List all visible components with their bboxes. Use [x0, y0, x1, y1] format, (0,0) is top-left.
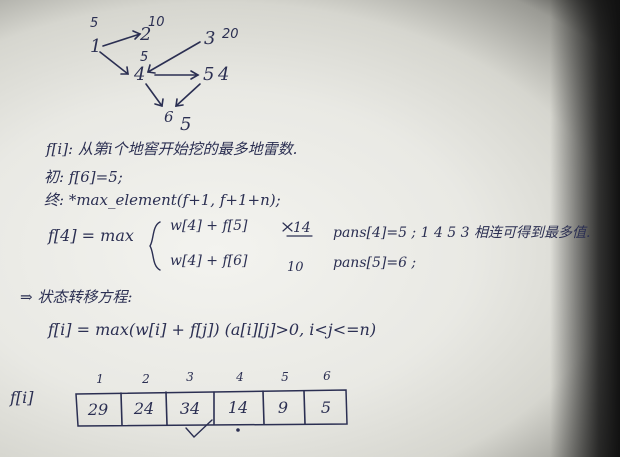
edge-4-6: [145, 83, 163, 107]
node-2: 2: [140, 24, 152, 45]
node-1-weight: 5: [90, 16, 99, 31]
node-4-weight: 5: [140, 50, 149, 65]
value-5: 9: [277, 398, 289, 417]
index-1: 1: [96, 372, 104, 386]
index-3: 3: [186, 370, 194, 384]
f4-option-1: w[4] + f[5]: [170, 218, 248, 234]
transition-equation: f[i] = max(w[i] + f[j]) (a[i][j]>0, i<j<…: [48, 320, 377, 339]
table-outline: [75, 389, 348, 427]
edge-1-2: [102, 33, 141, 47]
pans-4-note: pans[4]=5 ; 1 4 5 3 相连可得到最多值.: [333, 225, 591, 241]
pans-5-note: pans[5]=6 ;: [333, 255, 417, 271]
node-6-weight: 5: [180, 114, 192, 135]
node-5-weight: 4: [218, 64, 230, 85]
node-6: 6: [164, 108, 174, 126]
paper-edge-shadow: [550, 0, 620, 457]
transition-title: ⇒ 状态转移方程:: [20, 288, 133, 306]
node-3-weight: 20: [222, 27, 239, 42]
note-definition: f[i]: 从第i个地窖开始挖的最多地雷数.: [46, 140, 298, 158]
index-6: 6: [323, 369, 331, 383]
edge-5-6: [175, 83, 201, 107]
node-4: 4: [134, 64, 146, 85]
note-final: 终: *max_element(f+1, f+1+n);: [44, 191, 281, 209]
brace: [149, 221, 161, 271]
index-2: 2: [142, 372, 150, 386]
edge-3-4: [147, 41, 201, 73]
index-4: 4: [236, 370, 244, 384]
index-5: 5: [281, 370, 289, 384]
f4-option-2: w[4] + f[6]: [170, 253, 248, 269]
value-3: 34: [179, 399, 201, 418]
node-3: 3: [204, 28, 216, 49]
node-1: 1: [90, 36, 102, 57]
f4-lhs: f[4] = max: [48, 226, 134, 245]
node-2-weight: 10: [148, 15, 165, 30]
value-4: 14: [227, 398, 249, 417]
f4-value-2: 10: [287, 260, 304, 275]
check-mark: [185, 419, 213, 439]
table-row-label: f[i]: [10, 388, 34, 407]
note-initial: 初: f[6]=5;: [44, 168, 123, 186]
value-1: 29: [87, 400, 109, 419]
value-6: 5: [320, 398, 332, 417]
node-5: 5: [203, 64, 215, 85]
f4-value-1: 14: [293, 220, 311, 236]
value-2: 24: [133, 399, 155, 418]
edge-1-4: [99, 51, 129, 75]
